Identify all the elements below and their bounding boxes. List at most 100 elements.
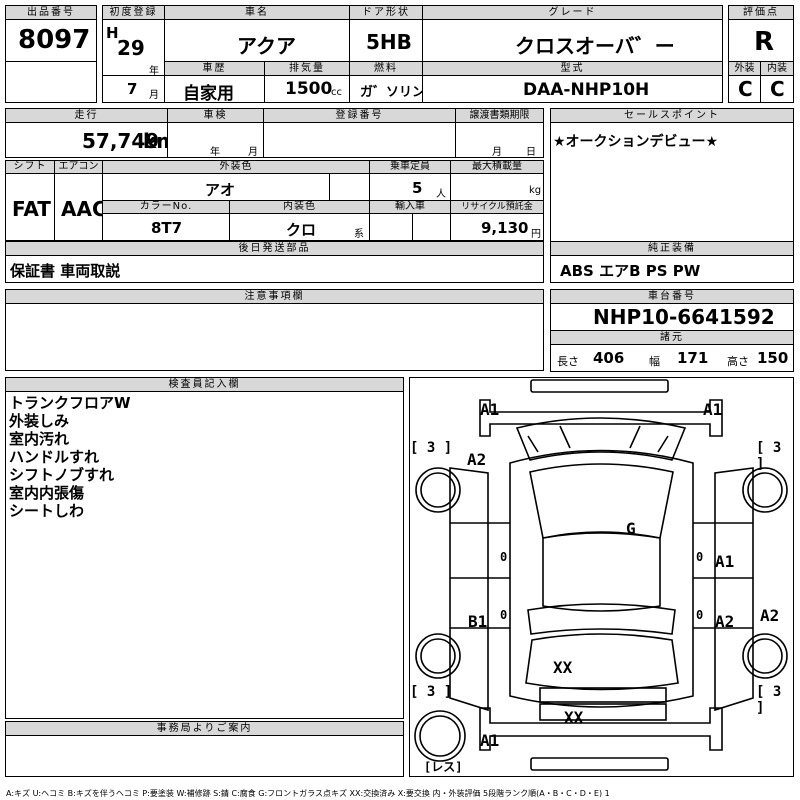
- label-xx-rear: XX: [553, 658, 573, 677]
- seats-cell: 5 人: [369, 173, 451, 201]
- right-front-door: [693, 522, 753, 629]
- lot-no-blank: [5, 61, 97, 103]
- windshield-shape: [527, 425, 669, 453]
- door-cell: 5HB: [349, 19, 423, 62]
- transfer-month-unit: 月: [492, 147, 502, 158]
- insp-month-unit: 月: [248, 147, 258, 158]
- equipment-header: 純正装備: [550, 241, 794, 256]
- aircon-value: AAC: [61, 197, 107, 221]
- label-tire-fl: [ 3 ]: [410, 440, 453, 456]
- import-cell-a: [369, 213, 413, 241]
- interior-header: 内装: [760, 61, 794, 76]
- ext-color-blank: [329, 173, 370, 201]
- chassis-header: 車台番号: [550, 289, 794, 304]
- label-zero-left: 0: [500, 550, 508, 564]
- color-no-header: カラーNo.: [102, 200, 230, 214]
- exterior-cell: C: [728, 75, 761, 103]
- sales-point-header: セールスポイント: [550, 108, 794, 123]
- ext-color-header: 外装色: [102, 160, 370, 174]
- roof-shape: [529, 463, 674, 539]
- body-outline: [449, 467, 489, 712]
- history-value: 自家用: [183, 84, 234, 104]
- seats-value: 5: [412, 179, 423, 197]
- wheel-fr: [742, 467, 788, 513]
- recycle-value: 9,130: [481, 219, 529, 237]
- inspector-note-line: 外装しみ: [9, 412, 70, 430]
- label-tire-rr: [ 3 ]: [756, 684, 782, 716]
- front-bumper-shape: [530, 379, 669, 393]
- door-header: ドア形状: [349, 5, 423, 20]
- label-a1-rear: A1: [480, 731, 500, 750]
- label-zero-right2: 0: [696, 608, 704, 622]
- label-spare: [レス]: [424, 760, 463, 774]
- aircon-cell: AAC: [54, 173, 107, 241]
- seats-header: 乗車定員: [369, 160, 451, 174]
- color-no-cell: 8T7: [102, 213, 230, 241]
- damage-diagram: A1 A1 A2 G A1 B1 A2 A2 XX XX A1 [ 3 ] [ …: [409, 377, 794, 777]
- mileage-cell: 57,749 km: [5, 122, 177, 158]
- sales-point-cell: ★オークションデビュー★: [550, 122, 794, 242]
- recycle-header: リサイクル預託金: [450, 200, 544, 214]
- mileage-value: 57,749: [82, 129, 160, 153]
- car-name-cell: アクア: [164, 19, 350, 62]
- car-name-value: アクア: [237, 34, 296, 58]
- displacement-unit: cc: [331, 87, 342, 98]
- spare-wheel: [414, 710, 466, 762]
- import-cell-b: [412, 213, 451, 241]
- recycle-cell: 9,130 円: [450, 213, 544, 241]
- max-load-header: 最大積載量: [450, 160, 544, 174]
- ext-color-value: アオ: [205, 181, 236, 199]
- rear-bumper-plate: [539, 687, 667, 703]
- width-value: 171: [677, 349, 709, 367]
- legend-note: A:キズ U:ヘコミ B:キズを伴うヘコミ P:要塗装 W:補修跡 S:錆 C:…: [6, 789, 610, 798]
- office-cell: [5, 735, 404, 777]
- label-tire-fr: [ 3 ]: [756, 440, 782, 472]
- exterior-value: C: [738, 77, 753, 101]
- inspector-note-line: シフトノブすれ: [9, 466, 115, 484]
- seats-unit: 人: [436, 189, 446, 200]
- grade-cell: クロスオーバ゛ー: [422, 19, 723, 62]
- displacement-cell: 1500 cc: [264, 75, 350, 103]
- interior-cell: C: [760, 75, 794, 103]
- label-a1-right-door: A1: [715, 552, 735, 571]
- model-header: 型式: [422, 61, 723, 76]
- body-outline-right: [714, 467, 754, 712]
- rear-step: [530, 757, 669, 771]
- rear-bumper-outline: [479, 707, 723, 751]
- office-header: 事務局よりご案内: [5, 721, 404, 736]
- lot-no-value: 8097: [18, 25, 91, 55]
- history-cell: 自家用: [164, 75, 265, 104]
- int-color-unit: 系: [354, 229, 364, 240]
- lot-no-cell: 8097: [5, 19, 97, 62]
- label-a2-front-left: A2: [467, 450, 487, 469]
- displacement-header: 排気量: [264, 61, 350, 76]
- inspector-note-line: トランクフロアW: [9, 394, 131, 412]
- transfer-doc-cell: 月 日: [455, 122, 544, 158]
- wheel-rl: [415, 633, 461, 679]
- chassis-cell: NHP10-6641592: [550, 303, 794, 331]
- insp-year-unit: 年: [210, 147, 220, 158]
- equipment-cell: ABS エアB PS PW: [550, 255, 794, 283]
- label-zero-right: 0: [696, 550, 704, 564]
- max-load-cell: kg: [450, 173, 544, 201]
- max-load-unit: kg: [529, 185, 542, 196]
- cabin-outline: [509, 449, 694, 708]
- model-value: DAA-NHP10H: [523, 80, 650, 100]
- label-a1-front-right: A1: [703, 400, 723, 419]
- int-color-header: 内装色: [229, 200, 370, 214]
- color-no-value: 8T7: [151, 219, 183, 237]
- reg-no-header: 登録番号: [263, 108, 456, 123]
- score-value: R: [754, 27, 775, 57]
- label-g-roof: G: [626, 519, 636, 538]
- interior-value: C: [770, 77, 785, 101]
- transfer-day-unit: 日: [526, 147, 536, 158]
- left-front-door: [450, 522, 510, 629]
- wheel-fl: [415, 467, 461, 513]
- shift-value: FAT: [12, 197, 51, 221]
- rear-window: [527, 603, 676, 635]
- car-diagram-svg: [414, 379, 788, 771]
- rear-bumper-inner: [539, 703, 667, 721]
- shift-header: シフト: [5, 160, 55, 174]
